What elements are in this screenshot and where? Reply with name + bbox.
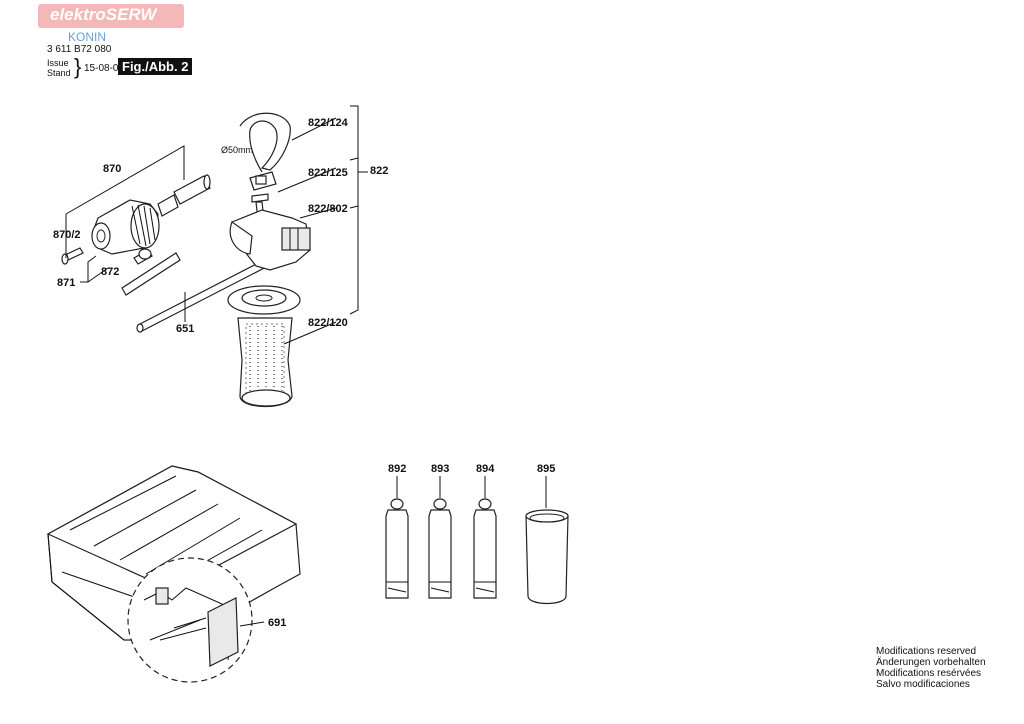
adapter-shank: [157, 174, 211, 217]
part-number: 3 611 B72 080: [47, 44, 112, 55]
chuck-screw: [61, 247, 84, 265]
container-895: [525, 476, 569, 605]
drill-chuck: [91, 199, 160, 255]
label-822: 822: [370, 165, 388, 177]
handle-grip: [227, 285, 301, 407]
label-893: 893: [431, 463, 449, 475]
label-870: 870: [103, 163, 121, 175]
label-872: 872: [101, 266, 119, 278]
chuck-key: [121, 248, 181, 296]
handle-head: [229, 209, 311, 271]
label-822-802: 822/802: [308, 203, 348, 215]
clamp-band: [239, 112, 291, 191]
modifications-notice: Modifications reserved Änderungen vorbeh…: [876, 646, 986, 690]
footer-line-fr: Modifications resérvées: [876, 668, 982, 679]
issue-brace: }: [74, 54, 82, 79]
label-822-125: 822/125: [308, 167, 348, 179]
grease-tube-894: [473, 476, 497, 599]
chuck-assembly: [61, 145, 211, 296]
carrying-case: [46, 465, 301, 683]
label-895: 895: [537, 463, 555, 475]
label-691: 691: [268, 617, 286, 629]
footer-line-de: Änderungen vorbehalten: [876, 657, 986, 668]
issue-label: Issue Stand: [47, 58, 71, 78]
label-651: 651: [176, 323, 194, 335]
label-894: 894: [476, 463, 495, 475]
footer-line-es: Salvo modificaciones: [876, 679, 970, 690]
figure-label: Fig./Abb. 2: [118, 58, 193, 75]
label-822-124: 822/124: [308, 117, 349, 129]
watermark-city: KONIN: [68, 30, 107, 44]
watermark-brand: elektroSERW: [50, 5, 157, 24]
issue-label-de: Stand: [47, 68, 71, 78]
aux-handle-assembly: [227, 105, 368, 407]
label-892: 892: [388, 463, 406, 475]
label-diameter: Ø50mm: [221, 145, 253, 155]
issue-date: 15-08-05: [84, 63, 125, 74]
footer-line-en: Modifications reserved: [876, 646, 977, 657]
grease-tube-893: [428, 476, 452, 599]
watermark-logo: [38, 4, 184, 28]
grease-tube-892: [385, 476, 409, 599]
label-870-2: 870/2: [53, 229, 81, 241]
label-plate: [207, 597, 239, 667]
issue-label-en: Issue: [47, 58, 69, 68]
label-871: 871: [57, 277, 75, 289]
label-822-120: 822/120: [308, 317, 348, 329]
